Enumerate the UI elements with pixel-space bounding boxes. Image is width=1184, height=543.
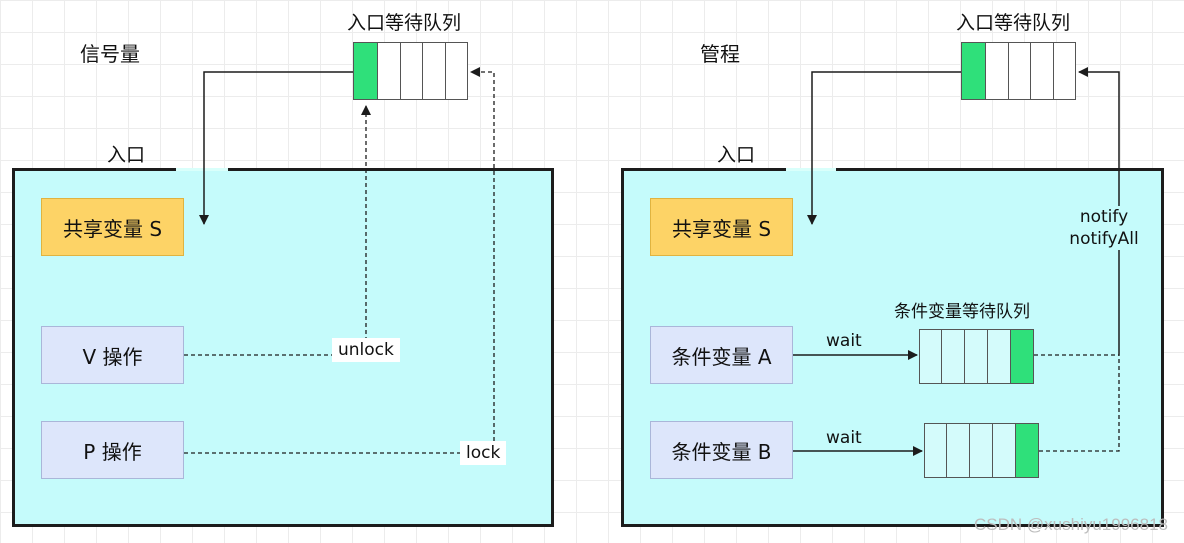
lock-dashed-arrow (184, 67, 495, 454)
watermark: CSDN @xushiyu1996818 (974, 515, 1168, 534)
condition-variable-b-box: 条件变量 B (650, 421, 793, 479)
semaphore-entry-arrow (199, 71, 353, 225)
monitor-entry-queue (961, 42, 1076, 100)
queue-cell (942, 329, 965, 384)
semaphore-entry-queue-label: 入口等待队列 (347, 12, 462, 34)
queue-head-cell (961, 42, 986, 100)
semaphore-shared-variable: 共享变量 S (41, 198, 184, 256)
queue-cell (965, 329, 988, 384)
queue-cell (993, 423, 1016, 478)
queue-cell (924, 423, 947, 478)
semaphore-entry-gap (176, 168, 228, 171)
v-operation-box: V 操作 (41, 326, 184, 384)
notify-all-label: notifyAll (1069, 229, 1139, 249)
queue-cell (1009, 42, 1031, 100)
semaphore-entry-label: 入口 (107, 144, 146, 166)
condition-queue-label: 条件变量等待队列 (894, 302, 1030, 322)
semaphore-entry-queue (353, 42, 468, 100)
monitor-title: 管程 (700, 42, 740, 66)
semaphore-title: 信号量 (80, 42, 140, 66)
wait-a-label: wait (826, 331, 862, 351)
queue-head-cell (353, 42, 378, 100)
queue-cell (970, 423, 993, 478)
queue-cell (401, 42, 423, 100)
queue-cell (986, 42, 1009, 100)
unlock-label: unlock (332, 338, 400, 362)
monitor-entry-queue-label: 入口等待队列 (956, 12, 1071, 34)
queue-cell (446, 42, 468, 100)
queue-cell (947, 423, 970, 478)
condition-queue-a (919, 329, 1034, 384)
condition-queue-b (924, 423, 1039, 478)
queue-cell (1031, 42, 1054, 100)
queue-cell (378, 42, 401, 100)
queue-cell (1054, 42, 1076, 100)
notify-arrow (1078, 67, 1120, 355)
queue-head-cell (1016, 423, 1039, 478)
queue-head-cell (1011, 329, 1034, 384)
queue-cell (988, 329, 1011, 384)
condition-variable-a-box: 条件变量 A (650, 326, 793, 384)
monitor-entry-label: 入口 (717, 144, 756, 166)
monitor-shared-variable: 共享变量 S (650, 198, 793, 256)
lock-label: lock (460, 441, 507, 465)
notify-label: notify (1079, 207, 1129, 227)
wait-b-label: wait (826, 428, 862, 448)
monitor-entry-arrow (807, 71, 961, 225)
unlock-dashed-arrow (184, 105, 371, 356)
queue-cell (919, 329, 942, 384)
p-operation-box: P 操作 (41, 421, 184, 479)
notify-labels: notify notifyAll (1062, 206, 1146, 250)
queue-cell (423, 42, 446, 100)
monitor-entry-gap (786, 168, 836, 171)
notify-dashed-b (1039, 355, 1120, 452)
